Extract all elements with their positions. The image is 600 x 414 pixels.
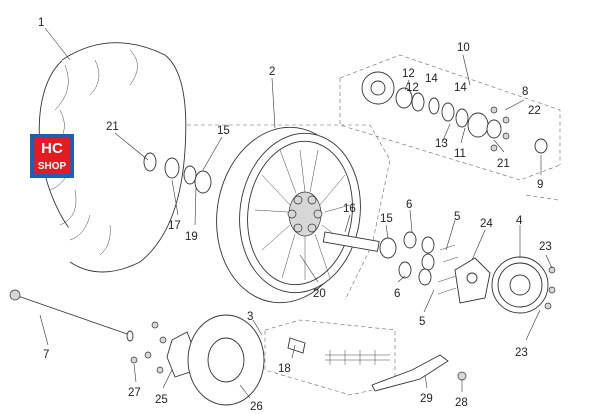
callout-14-right: 14 bbox=[454, 82, 467, 94]
wheel-bearings bbox=[143, 152, 397, 259]
callout-6-lower: 6 bbox=[394, 288, 400, 300]
callout-6-upper: 6 bbox=[406, 199, 412, 211]
callout-19: 19 bbox=[185, 231, 198, 243]
callout-15-right: 15 bbox=[380, 213, 393, 225]
callout-10: 10 bbox=[457, 42, 470, 54]
drive-chain bbox=[287, 337, 390, 365]
brake-disc-parts bbox=[130, 314, 265, 406]
rear-wheel-rim bbox=[216, 126, 361, 304]
leader-lines bbox=[39, 27, 553, 399]
callout-29: 29 bbox=[420, 393, 433, 405]
callout-7: 7 bbox=[43, 349, 49, 361]
callout-12-right: 12 bbox=[406, 82, 419, 94]
callout-22: 22 bbox=[528, 105, 541, 117]
svg-text:HC: HC bbox=[41, 140, 63, 157]
callout-26: 26 bbox=[250, 401, 263, 413]
callout-21-right: 21 bbox=[497, 158, 510, 170]
sprocket-and-plate bbox=[454, 256, 556, 314]
callout-27: 27 bbox=[128, 387, 141, 399]
hc-shop-logo: HC SHOP bbox=[30, 134, 74, 178]
callout-5-upper: 5 bbox=[454, 211, 460, 223]
callout-16: 16 bbox=[343, 203, 356, 215]
cush-drive-parts bbox=[398, 231, 459, 295]
sprocket-carrier bbox=[361, 71, 548, 154]
callout-8: 8 bbox=[522, 86, 528, 98]
callout-1: 1 bbox=[38, 17, 44, 29]
callout-25: 25 bbox=[155, 394, 168, 406]
chain-adjuster bbox=[371, 354, 467, 392]
callout-14-left: 14 bbox=[425, 73, 438, 85]
callout-2: 2 bbox=[269, 66, 275, 78]
callout-21-left: 21 bbox=[106, 121, 119, 133]
callout-9: 9 bbox=[537, 179, 543, 191]
callout-28: 28 bbox=[455, 397, 468, 409]
callout-13: 13 bbox=[435, 138, 448, 150]
callout-3: 3 bbox=[247, 311, 253, 323]
callout-20: 20 bbox=[313, 288, 326, 300]
callout-23-upper: 23 bbox=[539, 241, 552, 253]
callout-23-lower: 23 bbox=[515, 347, 528, 359]
callout-12-left: 12 bbox=[402, 68, 415, 80]
callout-17: 17 bbox=[168, 220, 181, 232]
tyre bbox=[38, 42, 187, 273]
callout-15-left: 15 bbox=[217, 125, 230, 137]
callout-labels: 1 2 3 4 5 5 6 6 7 8 9 10 11 12 12 13 14 … bbox=[38, 17, 552, 413]
callout-18: 18 bbox=[278, 363, 291, 375]
callout-5-lower: 5 bbox=[419, 316, 425, 328]
callout-24: 24 bbox=[480, 218, 493, 230]
svg-text:SHOP: SHOP bbox=[38, 161, 67, 172]
callout-4: 4 bbox=[516, 215, 523, 227]
callout-11: 11 bbox=[454, 148, 466, 160]
rear-axle bbox=[9, 289, 134, 342]
